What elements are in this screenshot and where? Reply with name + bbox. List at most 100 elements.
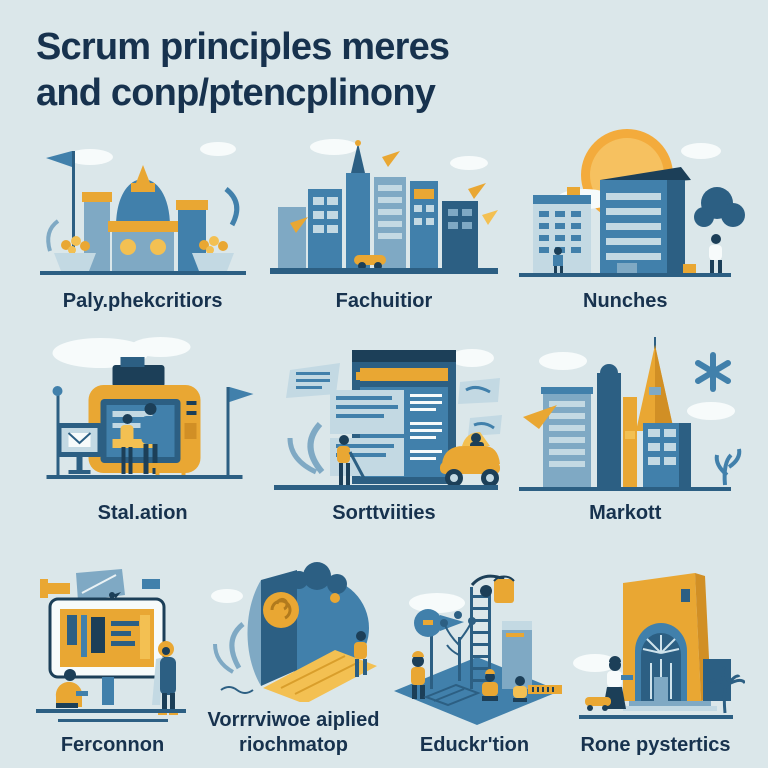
stool-icon — [152, 462, 189, 475]
grid-row-2: Stal.ation — [22, 330, 746, 526]
snowflake-icon — [695, 351, 732, 392]
panel-caption: Fachuitior — [335, 289, 433, 312]
cloud-icon — [572, 653, 617, 672]
cloud-icon — [309, 138, 488, 170]
buildings — [277, 139, 478, 268]
ground-line — [35, 708, 186, 713]
palm-icon — [705, 665, 745, 713]
flower-pot-icon — [53, 235, 234, 271]
cloud-icon — [210, 588, 243, 603]
panel-caption: Vorrrviwoe aiplied riochmatop — [207, 708, 380, 756]
ground-line — [269, 267, 498, 274]
tree-icon — [440, 610, 476, 681]
worker-person — [482, 668, 498, 701]
panel-skyline: Fachuitior — [263, 131, 504, 314]
spire-city-illustration — [519, 336, 742, 491]
person — [141, 402, 160, 474]
bucket-pulley-icon — [470, 574, 515, 603]
browser-illustration — [273, 348, 502, 490]
panel-caption: Ferconnon — [60, 733, 165, 756]
machine — [88, 356, 201, 473]
panel-browser: Sorttviities — [263, 330, 504, 526]
panel-spire-city: Markott — [505, 335, 746, 526]
crouching-person — [55, 668, 88, 708]
cloud-icon — [66, 141, 236, 165]
cloud-icon — [130, 336, 191, 357]
panel-monolith: Vorrrviwoe aiplied riochmatop — [203, 540, 384, 758]
towers-sun-illustration — [519, 128, 746, 277]
ground-line — [57, 718, 168, 722]
worker-person — [513, 675, 527, 702]
panel-monument: Paly.phekcritiors — [22, 131, 263, 314]
worker-person — [411, 650, 425, 699]
ground-line — [273, 484, 498, 490]
panel-construction: Educkr'tion — [384, 565, 565, 758]
cloud-icon — [681, 142, 722, 159]
monitor-icon — [56, 422, 103, 474]
plant-icon — [714, 448, 742, 485]
title-line-2: and conp/ptencplinony — [36, 72, 436, 115]
panel-caption: Stal.ation — [97, 501, 188, 524]
gold-path — [262, 649, 377, 702]
flag-icon — [45, 150, 75, 271]
scribble — [219, 685, 254, 694]
panel-arch-gate: Rone pystertics — [565, 565, 746, 758]
panel-towers-sun: Nunches — [505, 125, 746, 314]
frame-detail — [81, 573, 116, 594]
construction-illustration — [394, 574, 562, 725]
workstation-illustration — [35, 568, 186, 722]
cloud-icon — [449, 348, 494, 367]
buildings — [541, 363, 692, 487]
title-line-1: Scrum principles meres — [36, 26, 450, 68]
monument-illustration — [39, 141, 246, 275]
dome-tower — [107, 164, 178, 271]
monolith-slab — [247, 569, 299, 686]
main-building — [600, 166, 692, 275]
plant-icon — [212, 621, 245, 674]
panel-caption: Markott — [589, 501, 662, 524]
gold-sign — [528, 684, 562, 694]
flag-icon — [523, 404, 558, 429]
panel-caption: Paly.phekcritiors — [62, 289, 223, 312]
panel-caption: Nunches — [583, 289, 668, 312]
picture-frame-icon — [75, 568, 125, 601]
grid-row-3: Ferconnon — [22, 540, 746, 758]
person — [120, 413, 134, 474]
walking-person — [353, 630, 367, 677]
cart-vehicle — [439, 431, 500, 487]
gold-spire — [636, 336, 675, 431]
bucket-icon — [683, 263, 697, 273]
grid-row-1: Paly.phekcritiors — [22, 125, 746, 314]
cleaner-person — [336, 434, 373, 485]
gold-tool-icon — [39, 578, 70, 598]
monitor — [48, 597, 165, 705]
floor-grid — [423, 683, 481, 706]
arch-gate-illustration — [572, 572, 745, 719]
panel-caption: Sorttviities — [332, 501, 436, 524]
path-stripes — [280, 654, 359, 695]
standing-person — [151, 640, 178, 715]
monolith-illustration — [210, 561, 377, 702]
flag-pole — [226, 386, 254, 477]
steps — [622, 700, 717, 711]
leaf-icon — [45, 186, 239, 252]
panel-caption: Educkr'tion — [419, 733, 530, 756]
ground-line — [519, 486, 732, 491]
person — [553, 246, 564, 274]
chip-icon — [141, 578, 160, 589]
arch-door — [634, 622, 687, 701]
ground-line — [519, 272, 732, 277]
panel-workstation: Ferconnon — [22, 565, 203, 758]
ladder-icon — [470, 586, 491, 689]
dog-cart-icon — [584, 696, 611, 711]
skyline-illustration — [269, 138, 498, 274]
page-title: Scrum principles meres and conp/ptencpli… — [36, 24, 746, 117]
flag-icon — [289, 150, 498, 233]
kiosk-illustration — [46, 336, 254, 479]
cloud-icon — [409, 592, 465, 613]
ground-line — [46, 474, 243, 479]
ground-line — [39, 270, 246, 275]
panel-kiosk: Stal.ation — [22, 336, 263, 526]
bird-icon — [108, 591, 121, 598]
